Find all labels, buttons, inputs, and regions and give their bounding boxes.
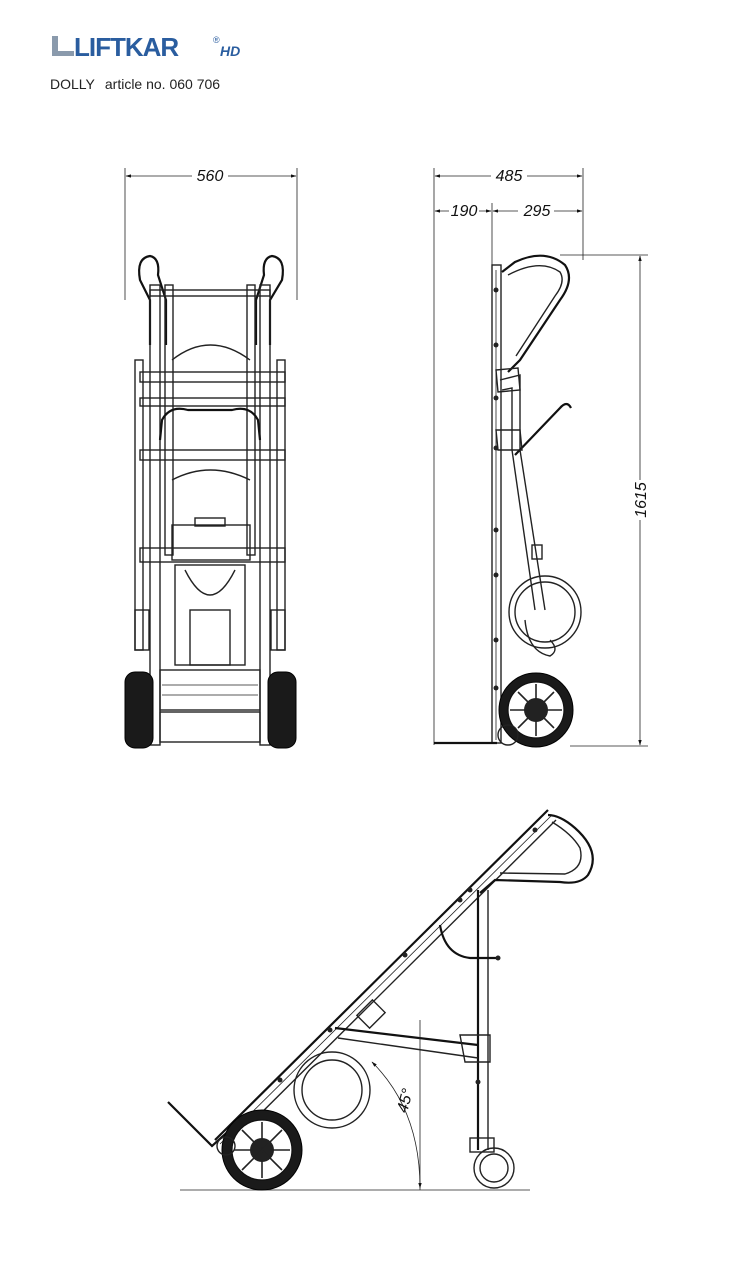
logo-bracket-icon: [52, 36, 74, 56]
dimension-depth-front: 190: [451, 203, 478, 220]
dimension-depth-rear: 295: [523, 203, 551, 220]
front-left-wheel: [124, 671, 154, 749]
logo-wordmark: LIFTKAR: [74, 32, 179, 62]
tilted-view: 45°: [167, 809, 594, 1191]
front-view: 560: [124, 164, 298, 749]
dimension-depth-total: 485: [496, 168, 523, 185]
product-subtitle: DOLLY article no. 060 706: [50, 76, 220, 92]
side-view: 485 190 295 1615: [433, 164, 651, 748]
dimension-width: 560: [197, 168, 224, 185]
article-number: article no. 060 706: [104, 76, 221, 92]
logo-hd-suffix: HD: [220, 43, 240, 59]
liftkar-logo: LIFTKAR ® HD: [52, 32, 240, 62]
angle-label: 45°: [394, 1086, 417, 1114]
logo-registered-mark: ®: [213, 35, 220, 45]
dimension-height: 1615: [633, 482, 650, 518]
product-name: DOLLY: [50, 76, 95, 92]
front-right-wheel: [267, 671, 297, 749]
